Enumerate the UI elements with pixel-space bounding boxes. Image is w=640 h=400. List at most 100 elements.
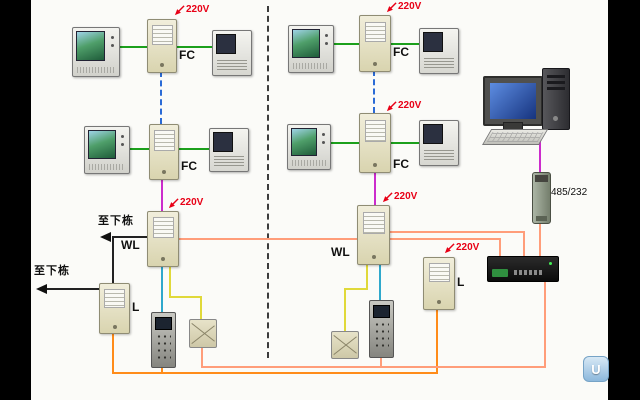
column-divider-dashed-line: [267, 6, 269, 358]
wire-green: [177, 148, 209, 150]
wire-orange-trunk: [161, 366, 163, 374]
monitor-screen: [88, 130, 116, 159]
box-label-sticker: [362, 211, 386, 234]
junction-box: [189, 319, 217, 348]
door-station-keypad: [151, 312, 176, 368]
to-next-building-label: 至下栋: [34, 265, 70, 277]
wire-salmon-bus: [177, 238, 501, 240]
power-220v-text: 220V: [394, 191, 418, 202]
wire-blue-dashed: [373, 70, 375, 113]
wire-salmon-bus: [499, 238, 501, 256]
riser-unit-wl: [147, 211, 179, 267]
box-screw: [371, 254, 376, 259]
wire-black: [112, 236, 114, 283]
fc-label: FC: [393, 157, 409, 171]
rs485-232-converter: [532, 172, 551, 224]
wire-green: [118, 46, 147, 48]
monitor-screen: [291, 128, 318, 156]
wire-orange-trunk: [112, 372, 438, 374]
phone-screen: [216, 34, 237, 55]
box-screw: [373, 162, 378, 167]
keypad-display: [373, 305, 390, 318]
brand-logo: U: [583, 356, 609, 382]
line-unit-l: [99, 283, 130, 334]
monitor-grille: [77, 67, 115, 73]
power-220v-label: 220V: [386, 100, 421, 112]
box-label-sticker: [364, 119, 387, 142]
phone-grille: [217, 60, 247, 71]
tower-slot: [547, 75, 565, 78]
phone-grille: [424, 58, 454, 69]
tower-slot: [547, 81, 565, 84]
floor-controller-fc: [147, 19, 177, 73]
indoor-monitor: [288, 25, 334, 73]
riser-unit-wl: [357, 205, 390, 265]
l-label: L: [457, 275, 465, 289]
wl-label: WL: [121, 238, 140, 252]
pc-tower: [542, 68, 570, 130]
wire-salmon-bus: [201, 346, 203, 366]
tower-power-button: [553, 116, 558, 121]
wire-green: [389, 142, 419, 144]
left-arrow-icon: [100, 232, 111, 242]
monitor-grille: [293, 63, 329, 69]
fc-label: FC: [393, 45, 409, 59]
wire-orange-trunk: [436, 308, 438, 374]
wire-salmon-bus: [544, 280, 546, 368]
box-screw: [373, 62, 378, 67]
wire-green: [389, 43, 419, 45]
power-arrow-icon: [168, 198, 179, 209]
intercom-phone: [419, 28, 459, 74]
monitor-button: [325, 42, 328, 45]
floor-controller-fc: [359, 113, 391, 173]
power-220v-label: 220V: [174, 4, 209, 16]
box-screw: [437, 300, 442, 305]
intercom-phone: [209, 128, 249, 172]
keypad-keys: [374, 321, 389, 351]
wire-yellow: [169, 296, 202, 298]
indoor-monitor: [84, 126, 130, 174]
phone-screen: [213, 132, 234, 152]
wire-yellow: [200, 296, 202, 319]
phone-screen: [423, 32, 444, 53]
phone-screen: [423, 124, 444, 145]
wire-yellow: [366, 263, 368, 290]
left-arrow-icon: [36, 284, 47, 294]
monitor-grille: [89, 164, 125, 170]
power-arrow-icon: [386, 101, 397, 112]
wire-yellow: [344, 288, 346, 331]
box-label-sticker: [428, 263, 451, 283]
controller-led: [549, 262, 552, 265]
wire-green: [128, 148, 149, 150]
power-220v-text: 220V: [180, 197, 204, 208]
monitor-button: [121, 135, 124, 138]
box-screw: [161, 257, 166, 262]
box-label-sticker: [154, 130, 175, 151]
pc-keyboard: [482, 129, 549, 145]
monitor-button: [121, 143, 124, 146]
wire-black: [112, 236, 147, 238]
to-next-building-label: 至下栋: [98, 215, 134, 227]
wire-salmon-bus: [523, 231, 525, 256]
monitor-button: [325, 34, 328, 37]
floor-controller-fc: [149, 124, 179, 180]
brand-logo-letter: U: [591, 361, 601, 377]
wire-salmon-bus: [201, 366, 546, 368]
monitor-screen: [76, 31, 105, 61]
tower-slot: [547, 87, 565, 90]
box-screw: [112, 324, 117, 329]
pc-monitor: [483, 76, 543, 126]
intercom-phone: [419, 120, 459, 166]
network-controller-box: [487, 256, 559, 282]
wire-cyan: [161, 265, 163, 312]
power-220v-text: 220V: [456, 242, 480, 253]
power-arrow-icon: [444, 243, 455, 254]
intercom-phone: [212, 30, 252, 76]
wire-black: [46, 288, 99, 290]
controller-front-text: [514, 270, 542, 275]
wire-salmon-bus: [388, 231, 525, 233]
controller-green-label: [492, 269, 508, 277]
power-220v-label: 220V: [386, 1, 421, 13]
line-unit-l: [423, 257, 455, 310]
